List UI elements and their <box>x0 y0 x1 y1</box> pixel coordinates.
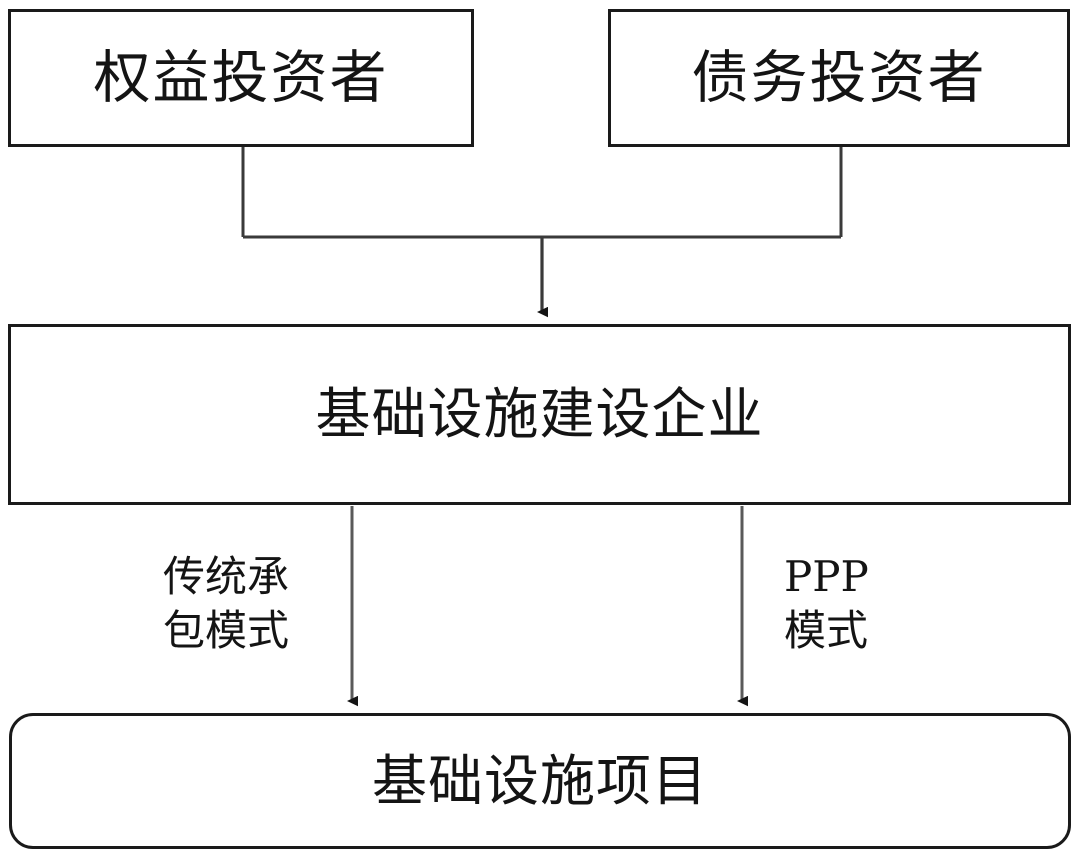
node-equity-investors-label: 权益投资者 <box>93 44 389 111</box>
node-infrastructure-project[interactable]: 基础设施项目 <box>9 713 1071 849</box>
node-equity-investors[interactable]: 权益投资者 <box>8 9 474 147</box>
node-debt-investors-label: 债务投资者 <box>691 44 987 111</box>
node-infrastructure-project-label: 基础设施项目 <box>371 748 708 813</box>
node-debt-investors[interactable]: 债务投资者 <box>608 9 1070 147</box>
node-infrastructure-enterprise-label: 基础设施建设企业 <box>315 382 764 447</box>
node-infrastructure-enterprise[interactable]: 基础设施建设企业 <box>8 324 1071 505</box>
edge-label-traditional-contracting: 传统承 包模式 <box>163 552 290 655</box>
edge-label-ppp-model: PPP 模式 <box>784 552 869 655</box>
